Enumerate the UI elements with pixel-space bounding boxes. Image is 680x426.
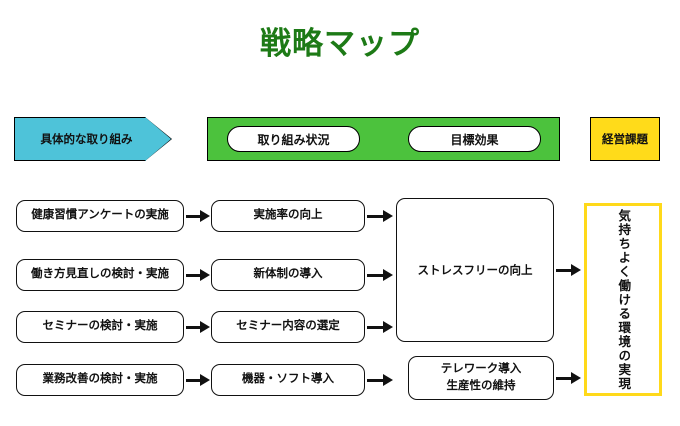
effect-box-telework[interactable]: テレワーク導入 生産性の維持 [408, 356, 554, 400]
status-box-4[interactable]: 機器・ソフト導入 [211, 364, 365, 396]
chevron-tip-icon [145, 117, 172, 161]
arrow-action-to-status-4 [186, 374, 210, 386]
arrow-effect-to-goal-1 [556, 264, 581, 276]
status-box-1[interactable]: 実施率の向上 [211, 200, 365, 232]
header-pill-status: 取り組み状況 [227, 126, 360, 152]
action-box-4[interactable]: 業務改善の検討・実施 [16, 364, 184, 396]
effect-telework-line-1: テレワーク導入 [440, 363, 522, 376]
arrow-action-to-status-2 [186, 269, 210, 281]
effect-box-stress-free[interactable]: ストレスフリーの向上 [396, 198, 554, 342]
header-pill-effect: 目標効果 [408, 126, 541, 152]
status-box-2[interactable]: 新体制の導入 [211, 259, 365, 291]
effect-telework-line-2: 生産性の維持 [446, 380, 516, 392]
chevron-shape-actions [14, 117, 146, 161]
arrow-status-to-effect-3 [367, 321, 393, 333]
goal-box[interactable]: 気持ちよく働ける環境の実現 [584, 203, 662, 396]
header-label-actions: 具体的な取り組み [40, 134, 133, 146]
goal-label: 気持ちよく働ける環境の実現 [616, 208, 631, 391]
arrow-action-to-status-3 [186, 321, 210, 333]
status-box-3[interactable]: セミナー内容の選定 [211, 311, 365, 343]
arrow-status-to-effect-4 [367, 374, 393, 386]
action-box-3[interactable]: セミナーの検討・実施 [16, 311, 184, 343]
arrow-status-to-effect-1 [367, 210, 393, 222]
header-label-issue: 経営課題 [590, 117, 660, 161]
arrow-effect-to-goal-2 [556, 372, 581, 384]
action-box-1[interactable]: 健康習慣アンケートの実施 [16, 200, 184, 232]
action-box-2[interactable]: 働き方見直しの検討・実施 [16, 259, 184, 291]
arrow-status-to-effect-2 [367, 269, 393, 281]
page-title: 戦略マップ [260, 26, 420, 61]
arrow-action-to-status-1 [186, 210, 210, 222]
